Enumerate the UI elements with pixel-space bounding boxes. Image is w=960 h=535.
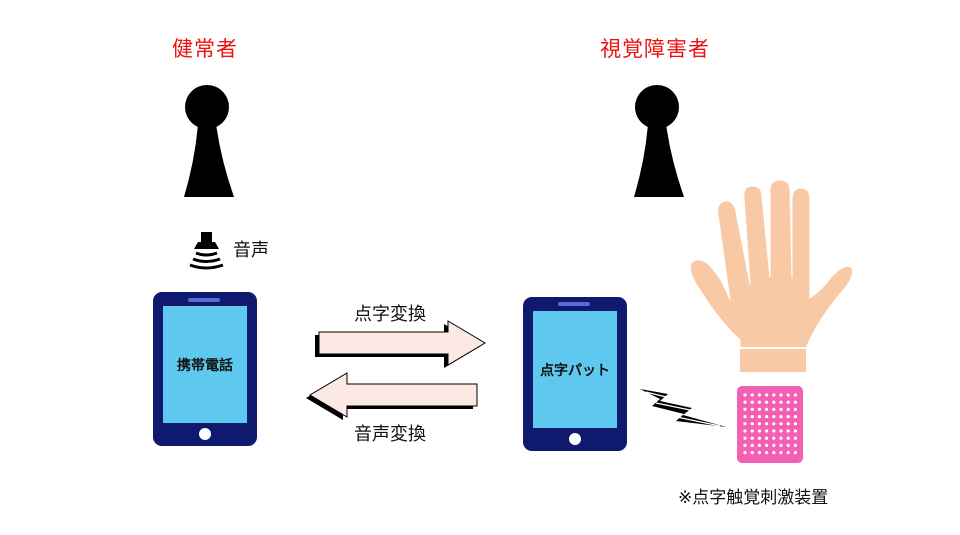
braille-dot (772, 443, 776, 447)
braille-pad-screen-label: 点字パット (540, 363, 610, 379)
visually-impaired-label: 視覚障害者 (600, 37, 710, 61)
braille-dot (793, 429, 798, 433)
braille-dot (772, 415, 776, 419)
braille-dot (772, 422, 776, 426)
speaker-icon (189, 232, 224, 270)
braille-dot (786, 422, 790, 426)
braille-dot (779, 415, 783, 419)
braille-dot (750, 429, 754, 433)
braille-dot (793, 443, 798, 447)
braille-dot (786, 393, 790, 397)
braille-dot (772, 429, 776, 433)
braille-dot (793, 451, 798, 455)
braille-dot (765, 429, 769, 433)
braille-dot (793, 407, 798, 411)
braille-conversion-label: 点字変換 (354, 304, 426, 325)
visually-impaired-person-icon (634, 85, 684, 197)
braille-dot (743, 400, 747, 404)
braille-dot (772, 451, 776, 455)
braille-dot (765, 407, 769, 411)
braille-dot (765, 451, 769, 455)
braille-dot (757, 436, 762, 440)
braille-dot (743, 422, 747, 426)
braille-dot (757, 451, 762, 455)
braille-dot (757, 422, 762, 426)
braille-dot (772, 407, 776, 411)
braille-dot (779, 451, 783, 455)
braille-dot (757, 393, 762, 397)
braille-pad-device (523, 297, 627, 451)
braille-dot (750, 451, 754, 455)
braille-dot (743, 393, 747, 397)
braille-dot (765, 436, 769, 440)
voice-label: 音声 (233, 240, 269, 261)
braille-dot (743, 443, 747, 447)
braille-dot (772, 436, 776, 440)
braille-dot (779, 436, 783, 440)
braille-dot (750, 443, 754, 447)
braille-dot (750, 415, 754, 419)
braille-dot (743, 415, 747, 419)
braille-dot (743, 429, 747, 433)
braille-dot (750, 422, 754, 426)
braille-dot (779, 443, 783, 447)
braille-dot (757, 429, 762, 433)
braille-dot (750, 400, 754, 404)
voice-conversion-arrow (306, 372, 478, 420)
braille-dot (757, 400, 762, 404)
braille-dot (779, 400, 783, 404)
braille-dot (750, 436, 754, 440)
braille-dot (793, 422, 798, 426)
braille-dot (793, 393, 798, 397)
braille-dot (743, 436, 747, 440)
braille-dot (757, 443, 762, 447)
braille-dot (750, 393, 754, 397)
braille-dot (772, 393, 776, 397)
braille-conversion-arrow (315, 320, 486, 368)
braille-dot (765, 422, 769, 426)
braille-dot (779, 393, 783, 397)
braille-dot (779, 429, 783, 433)
braille-dot (786, 415, 790, 419)
braille-dot (765, 415, 769, 419)
braille-dot (765, 443, 769, 447)
braille-dot (793, 436, 798, 440)
phone-device (153, 292, 257, 446)
braille-dot (793, 415, 798, 419)
braille-tactile-pad (737, 386, 803, 463)
braille-dot (786, 429, 790, 433)
braille-dot (757, 415, 762, 419)
braille-dot (743, 407, 747, 411)
hearing-person-label: 健常者 (172, 37, 238, 61)
braille-dot (786, 443, 790, 447)
braille-dot (743, 451, 747, 455)
braille-dot (793, 400, 798, 404)
braille-dot (779, 407, 783, 411)
phone-screen-label: 携帯電話 (177, 358, 233, 374)
braille-dot (765, 393, 769, 397)
braille-dot (786, 400, 790, 404)
device-note-label: ※点字触覚刺激装置 (678, 488, 829, 508)
braille-dot (750, 407, 754, 411)
braille-dot (757, 407, 762, 411)
braille-dot (786, 407, 790, 411)
braille-dot (786, 451, 790, 455)
braille-dot (765, 400, 769, 404)
signal-lightning-icon (640, 389, 726, 427)
braille-dot (772, 400, 776, 404)
hand-icon (689, 179, 854, 373)
hearing-person-icon (184, 85, 234, 197)
braille-dot (786, 436, 790, 440)
voice-conversion-label: 音声変換 (354, 424, 426, 445)
braille-dot (779, 422, 783, 426)
